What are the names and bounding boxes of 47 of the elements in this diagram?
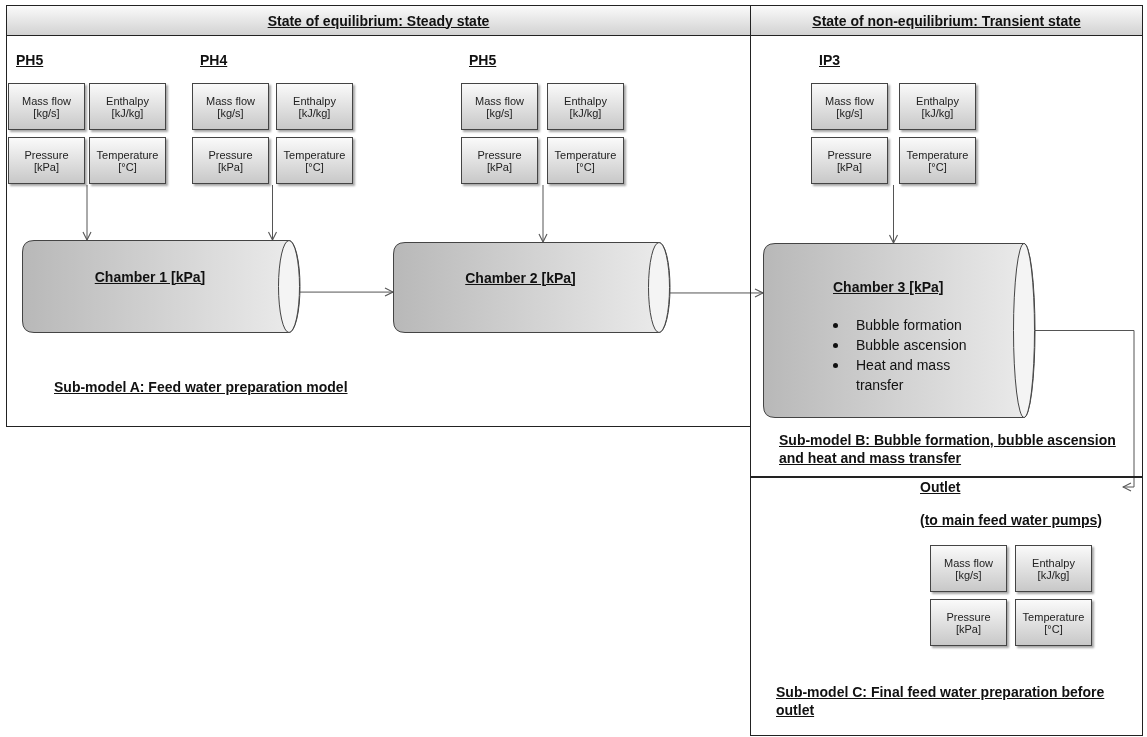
parameter-box: Pressure [kPa] bbox=[192, 137, 269, 184]
group-subheading: (to main feed water pumps) bbox=[920, 512, 1103, 528]
parameter-box: Mass flow [kg/s] bbox=[8, 83, 85, 130]
parameter-box: Enthalpy [kJ/kg] bbox=[276, 83, 353, 130]
chamber-label: Chamber 1 [kPa] bbox=[93, 268, 207, 285]
group-heading: PH4 bbox=[200, 52, 228, 68]
parameter-box: Pressure [kPa] bbox=[811, 137, 888, 184]
submodel-caption: Sub-model B: Bubble formation, bubble ascension and heat and mass transfer bbox=[779, 431, 1117, 467]
panel bbox=[750, 5, 1143, 477]
panel-title: State of non-equilibrium: Transient state bbox=[812, 12, 1081, 29]
bullet-item: Bubble formation bbox=[831, 315, 981, 335]
parameter-box: Enthalpy [kJ/kg] bbox=[1015, 545, 1092, 592]
group-heading: PH5 bbox=[16, 52, 44, 68]
parameter-box: Mass flow [kg/s] bbox=[461, 83, 538, 130]
parameter-box: Pressure [kPa] bbox=[461, 137, 538, 184]
parameter-box: Enthalpy [kJ/kg] bbox=[547, 83, 624, 130]
parameter-box: Enthalpy [kJ/kg] bbox=[89, 83, 166, 130]
parameter-box: Mass flow [kg/s] bbox=[811, 83, 888, 130]
bullet-item: Bubble ascension bbox=[831, 335, 981, 355]
parameter-box: Temperature [°C] bbox=[276, 137, 353, 184]
parameter-box: Pressure [kPa] bbox=[8, 137, 85, 184]
parameter-box: Temperature [°C] bbox=[89, 137, 166, 184]
chamber-label: Chamber 2 [kPa] bbox=[464, 269, 577, 286]
arrow bbox=[1034, 330, 1135, 492]
parameter-box: Mass flow [kg/s] bbox=[192, 83, 269, 130]
panel bbox=[6, 5, 751, 427]
parameter-box: Temperature [°C] bbox=[547, 137, 624, 184]
group-heading: PH5 bbox=[469, 52, 497, 68]
parameter-box: Temperature [°C] bbox=[899, 137, 976, 184]
parameter-box: Temperature [°C] bbox=[1015, 599, 1092, 646]
arrow bbox=[82, 184, 92, 241]
parameter-box: Enthalpy [kJ/kg] bbox=[899, 83, 976, 130]
panel-title: State of equilibrium: Steady state bbox=[267, 12, 490, 29]
group-heading: Outlet bbox=[920, 479, 961, 495]
bullet-item: Heat and mass transfer bbox=[831, 355, 981, 395]
arrow bbox=[267, 184, 278, 241]
panel bbox=[750, 477, 1143, 736]
arrow bbox=[669, 288, 764, 298]
parameter-box: Mass flow [kg/s] bbox=[930, 545, 1007, 592]
arrow bbox=[299, 287, 394, 297]
submodel-caption: Sub-model C: Final feed water preparation before outlet bbox=[776, 683, 1106, 719]
arrow bbox=[538, 184, 548, 243]
parameter-box: Pressure [kPa] bbox=[930, 599, 1007, 646]
chamber-label: Chamber 3 [kPa] bbox=[833, 279, 944, 295]
arrow bbox=[888, 184, 899, 244]
submodel-caption: Sub-model A: Feed water preparation model bbox=[54, 378, 349, 396]
group-heading: IP3 bbox=[819, 52, 840, 68]
